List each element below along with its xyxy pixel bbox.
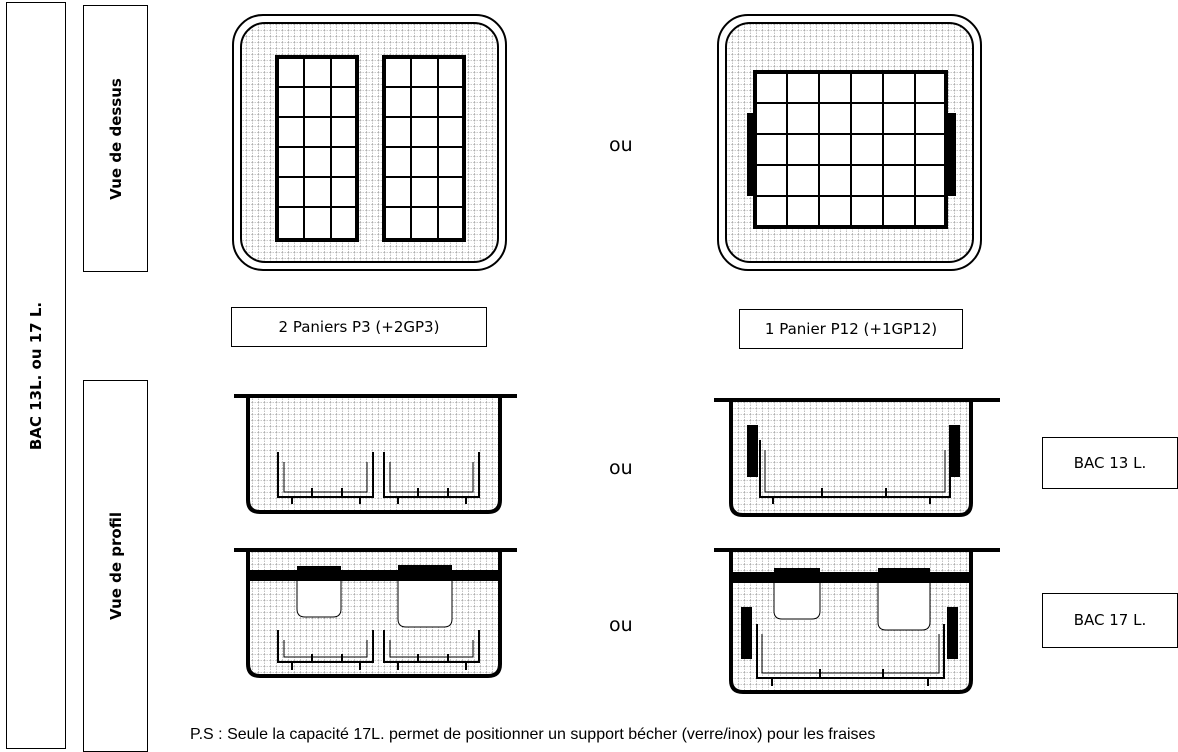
separator-top: ou: [609, 134, 633, 156]
separator-bac17: ou: [609, 614, 633, 636]
side-view-bac13-one-basket: [714, 398, 1000, 517]
bac-17-label: BAC 17 L.: [1042, 593, 1178, 648]
top-view-label-box: Vue de dessus: [83, 5, 148, 272]
basket-handle-right: [946, 113, 956, 196]
basket-p12: [753, 70, 948, 229]
one-basket-top-view-icon: [717, 14, 982, 271]
side-view-label: Vue de profil: [106, 512, 125, 620]
becher-support-left: [296, 566, 342, 618]
bac-13-label: BAC 13 L.: [1042, 437, 1178, 489]
separator-bac13: ou: [609, 457, 633, 479]
two-basket-top-view-icon: [232, 14, 507, 271]
basket-p3-left: [275, 55, 359, 242]
basket-handle-left: [747, 113, 757, 196]
side-view-bac13-two-baskets: [234, 394, 517, 514]
caption-two-baskets: 2 Paniers P3 (+2GP3): [231, 307, 487, 347]
side-view-label-box: Vue de profil: [83, 380, 148, 752]
becher-support-left: [773, 568, 821, 620]
becher-support-right: [877, 568, 931, 631]
footnote: P.S : Seule la capacité 17L. permet de p…: [190, 726, 876, 743]
top-view-label: Vue de dessus: [106, 77, 125, 200]
caption-one-basket: 1 Panier P12 (+1GP12): [739, 309, 963, 349]
side-view-bac17-two-baskets: [234, 548, 517, 678]
becher-support-right: [397, 565, 453, 628]
side-view-bac17-one-basket: [714, 548, 1000, 694]
outer-label-box: BAC 13L. ou 17 L.: [6, 2, 66, 749]
outer-label: BAC 13L. ou 17 L.: [27, 301, 45, 450]
basket-p3-right: [382, 55, 466, 242]
